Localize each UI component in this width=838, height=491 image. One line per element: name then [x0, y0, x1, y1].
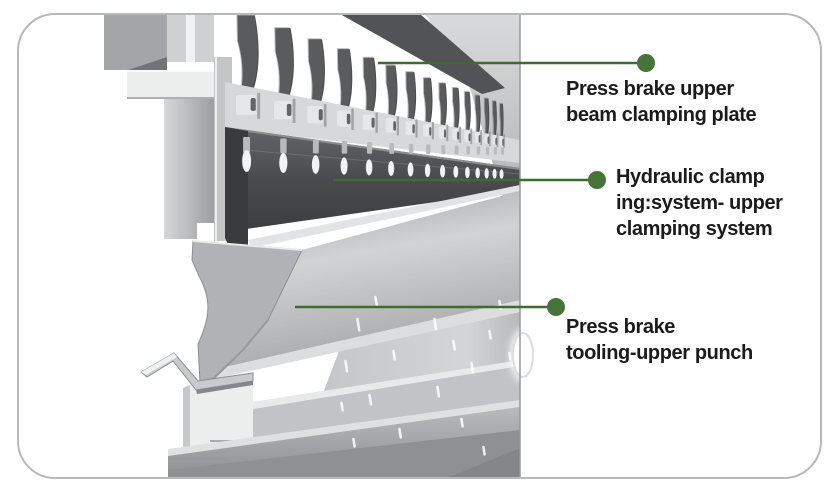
upper-punch	[191, 185, 520, 383]
callout-label-hydraulic-clamping: Hydraulic clamp ing:system- upper clampi…	[616, 164, 783, 242]
label-line: tooling-upper punch	[566, 342, 753, 364]
label-line: beam clamping plate	[566, 104, 757, 126]
callout-label-clamping-plate: Press brake upper beam clamping plate	[566, 76, 757, 128]
leader-dot-1	[637, 54, 655, 72]
leader-dot-3	[547, 298, 565, 316]
clamping-fingers	[236, 14, 504, 143]
label-line: ing:system- upper	[616, 192, 783, 214]
upper-beam	[340, 14, 520, 253]
die-and-holder	[168, 360, 520, 479]
bent-sheet-workpiece	[140, 352, 254, 394]
label-line: Press brake	[566, 316, 676, 338]
indicator-light	[510, 328, 538, 382]
clamp-pad-strip	[225, 82, 520, 163]
label-line: Press brake upper	[566, 78, 734, 100]
label-line: Hydraulic clamp	[616, 166, 765, 188]
column-reflections	[340, 295, 512, 456]
label-line: clamping system	[616, 218, 773, 240]
leader-dot-2	[588, 171, 606, 189]
beam-end-cap	[104, 13, 232, 241]
callout-leaders	[295, 54, 655, 316]
callout-label-upper-punch: Press brake tooling-upper punch	[566, 314, 753, 366]
